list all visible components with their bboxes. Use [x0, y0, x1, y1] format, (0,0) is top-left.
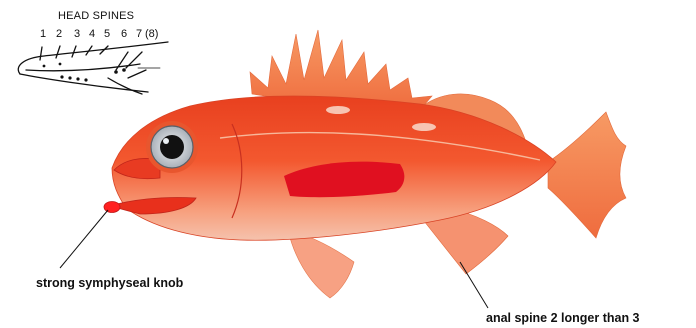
- eye-pupil: [160, 135, 184, 159]
- head-spines-title: HEAD SPINES: [58, 10, 134, 22]
- spine-number-6: 6: [121, 28, 127, 40]
- anal-spine-label: anal spine 2 longer than 3: [486, 311, 640, 325]
- anal-spine-callout-line: [460, 262, 488, 308]
- head-spine-dots: [43, 63, 126, 82]
- rockfish: [104, 30, 626, 298]
- knob-label: strong symphyseal knob: [36, 276, 184, 290]
- caudal-fin: [548, 112, 626, 238]
- head-spines-diagram: HEAD SPINES 1 2 3 4 5 6 7 (8): [18, 10, 168, 94]
- eye-highlight: [163, 138, 169, 144]
- spine-number-3: 3: [74, 28, 80, 40]
- spine-number-8: (8): [145, 28, 158, 40]
- symphyseal-knob: [104, 202, 120, 213]
- spine-number-7: 7: [136, 28, 142, 40]
- pale-blotch: [412, 123, 436, 131]
- head-outline-sketch: [18, 42, 168, 94]
- spine-number-2: 2: [56, 28, 62, 40]
- spine-number-1: 1: [40, 28, 46, 40]
- knob-callout-line: [60, 210, 108, 268]
- spine-number-4: 4: [89, 28, 95, 40]
- pelvic-fin: [288, 230, 354, 298]
- pale-blotch: [326, 106, 350, 114]
- spine-number-5: 5: [104, 28, 110, 40]
